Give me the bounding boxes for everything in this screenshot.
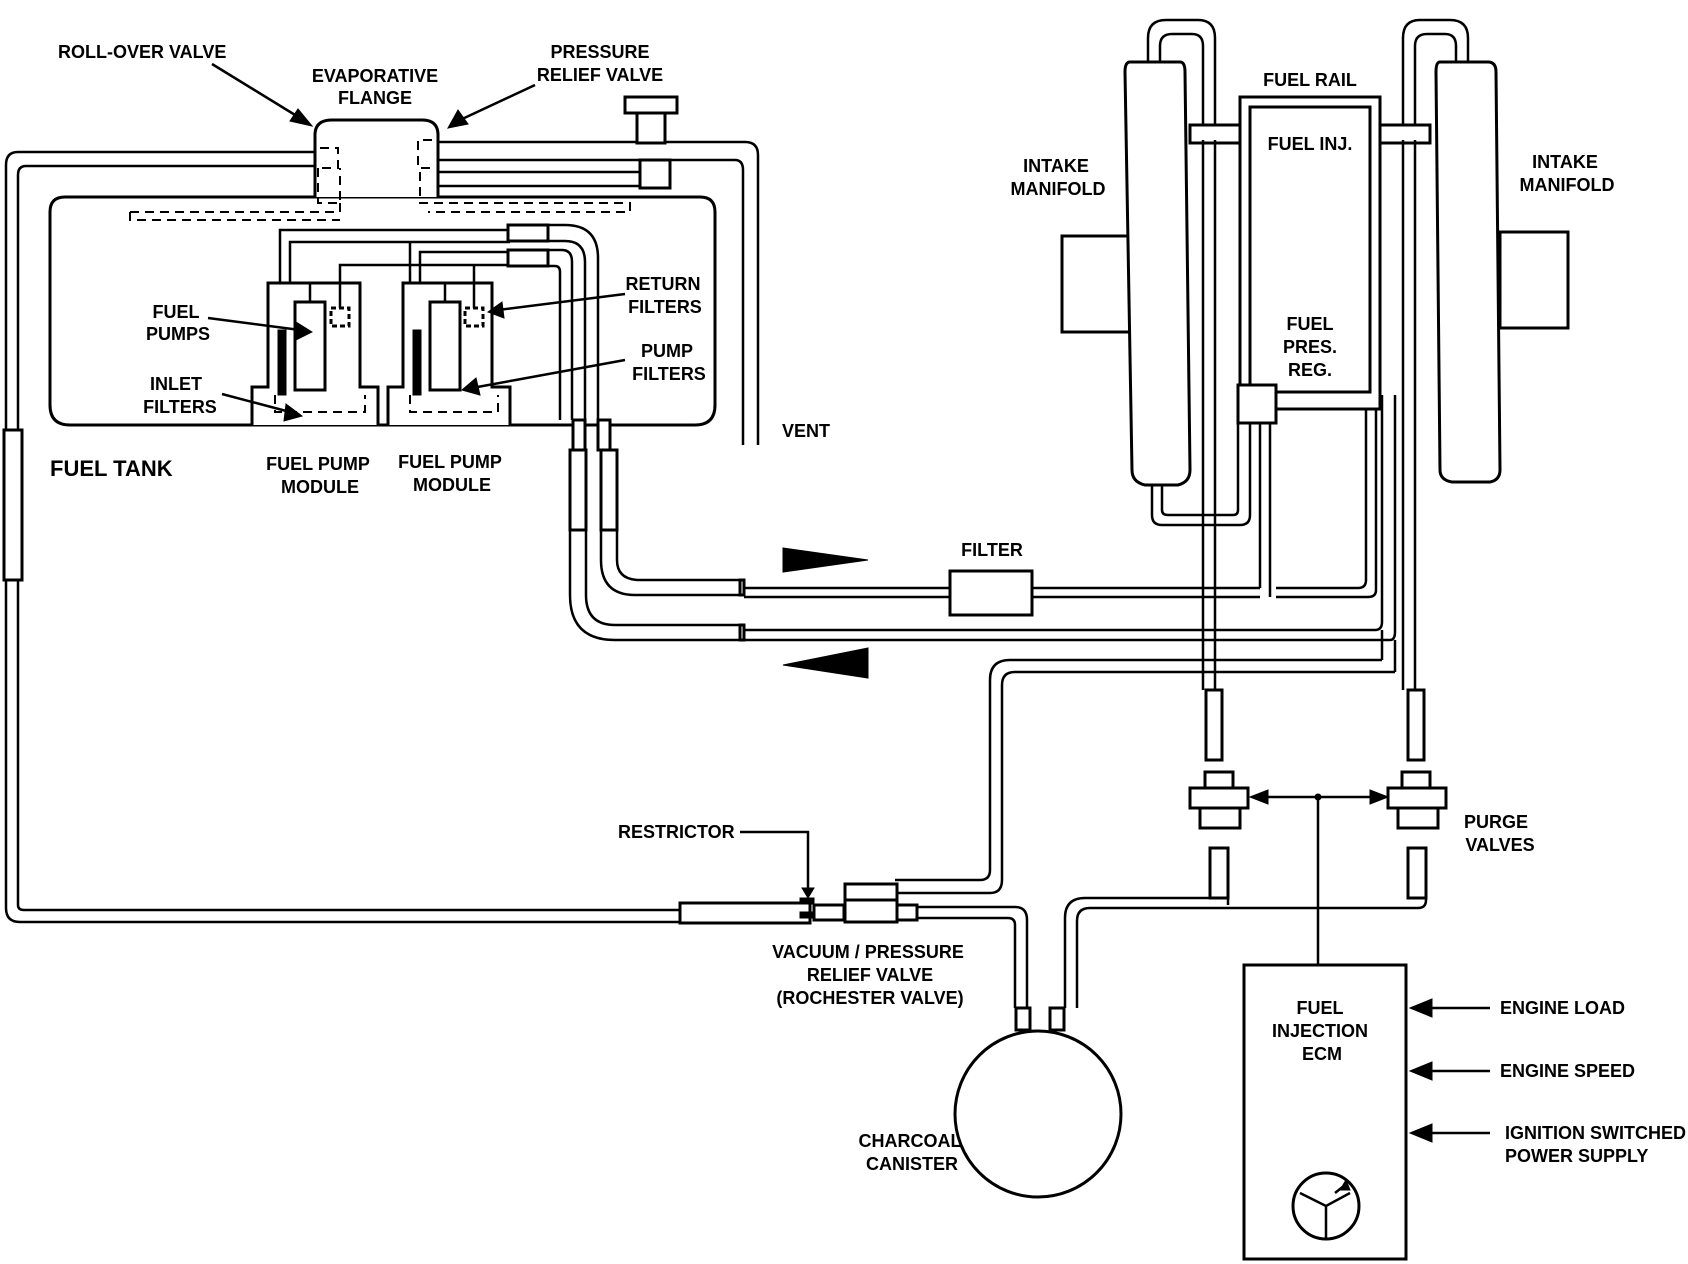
pressure-relief-valve: [417, 139, 631, 213]
label-pressure-relief-valve-1: PRESSURE: [550, 42, 649, 62]
label-evaporative-flange-2: FLANGE: [338, 88, 412, 108]
label-ecm-2: INJECTION: [1272, 1021, 1368, 1041]
filter-to-regulator: [1032, 586, 1260, 599]
label-fuel-rail: FUEL RAIL: [1263, 70, 1357, 90]
label-pump-filters-2: FILTERS: [632, 364, 706, 384]
label-engine-speed: ENGINE SPEED: [1500, 1061, 1635, 1081]
label-charcoal-canister-2: CANISTER: [866, 1154, 958, 1174]
label-fuel-pumps-2: PUMPS: [146, 324, 210, 344]
fuel-tank: [48, 195, 717, 427]
label-fuel-pump-module-1a: FUEL PUMP: [266, 454, 370, 474]
restrictor: [678, 830, 815, 925]
evaporative-flange: [313, 118, 440, 197]
supply-return-lines: [568, 395, 1397, 642]
label-ecm-1: FUEL: [1297, 998, 1344, 1018]
vent-dashed-line: [129, 200, 341, 221]
ecm-inputs: [1408, 998, 1490, 1143]
label-rochester-valve-2: RELIEF VALVE: [807, 965, 933, 985]
supply-flow-arrow: [782, 547, 869, 573]
label-inlet-filters-1: INLET: [150, 374, 202, 394]
label-fuel-inj: FUEL INJ.: [1268, 134, 1353, 154]
label-return-filters-1: RETURN: [626, 274, 701, 294]
label-fuel-pres-reg-3: REG.: [1288, 360, 1332, 380]
label-roll-over-valve: ROLL-OVER VALVE: [58, 42, 226, 62]
label-pressure-relief-valve-2: RELIEF VALVE: [537, 65, 663, 85]
label-fuel-pump-module-1b: MODULE: [281, 477, 359, 497]
tank-internal-plumbing: [278, 223, 612, 452]
purge-valve-right: [1386, 770, 1448, 830]
fuel-pressure-regulator: [1236, 383, 1278, 425]
leader-arrows: [207, 62, 626, 422]
purge-valve-left: [1188, 770, 1250, 830]
rochester-valve: [812, 882, 1029, 1008]
fuel-filter: [948, 569, 1034, 617]
label-charcoal-canister-1: CHARCOAL: [859, 1131, 962, 1151]
label-purge-valves-2: VALVES: [1465, 835, 1534, 855]
manifold-loops: [1146, 18, 1470, 140]
purge-vacuum-lines: [1201, 140, 1426, 762]
vent-pipe: [438, 140, 760, 445]
label-ignition-switched-2: POWER SUPPLY: [1505, 1146, 1648, 1166]
label-vent: VENT: [782, 421, 830, 441]
label-fuel-pres-reg-1: FUEL: [1287, 314, 1334, 334]
label-ecm-3: ECM: [1302, 1044, 1342, 1064]
label-rochester-valve-1: VACUUM / PRESSURE: [772, 942, 964, 962]
purge-outlet-lines: [1063, 846, 1428, 1008]
label-intake-manifold-left-1: INTAKE: [1023, 156, 1089, 176]
label-intake-manifold-right-1: INTAKE: [1532, 152, 1598, 172]
label-fuel-pumps-1: FUEL: [153, 302, 200, 322]
purge-control-line: [1248, 789, 1390, 965]
label-intake-manifold-right-2: MANIFOLD: [1520, 175, 1615, 195]
label-pump-filters-1: PUMP: [641, 341, 693, 361]
roll-over-valve: [317, 147, 341, 204]
label-fuel-pres-reg-2: PRES.: [1283, 337, 1337, 357]
label-fuel-pump-module-2a: FUEL PUMP: [398, 452, 502, 472]
label-engine-load: ENGINE LOAD: [1500, 998, 1625, 1018]
relief-valve-line: [895, 630, 1397, 895]
evap-line-left: [2, 150, 680, 924]
label-return-filters-2: FILTERS: [628, 297, 702, 317]
label-restrictor: RESTRICTOR: [618, 822, 735, 842]
intake-manifold-right: [1434, 60, 1570, 484]
fuel-pump-1: [274, 300, 366, 413]
label-intake-manifold-left-2: MANIFOLD: [1011, 179, 1106, 199]
fuel-rail: [1188, 95, 1432, 411]
rail-plumbing: [1150, 409, 1378, 599]
fuel-injection-ecm: [1242, 963, 1408, 1261]
label-fuel-pump-module-2b: MODULE: [413, 475, 491, 495]
return-flow-arrow: [782, 647, 869, 679]
label-filter: FILTER: [961, 540, 1023, 560]
fuel-pump-2: [409, 300, 499, 413]
vent-cap: [623, 95, 679, 145]
label-rochester-valve-3: (ROCHESTER VALVE): [776, 988, 963, 1008]
label-inlet-filters-2: FILTERS: [143, 397, 217, 417]
label-fuel-tank: FUEL TANK: [50, 456, 173, 481]
label-purge-valves-1: PURGE: [1464, 812, 1528, 832]
text-labels: ROLL-OVER VALVE EVAPORATIVE FLANGE PRESS…: [50, 42, 1686, 1174]
label-evaporative-flange-1: EVAPORATIVE: [312, 66, 438, 86]
label-ignition-switched-1: IGNITION SWITCHED: [1505, 1123, 1686, 1143]
charcoal-canister: [953, 1006, 1123, 1199]
intake-manifold-left: [1060, 60, 1192, 487]
